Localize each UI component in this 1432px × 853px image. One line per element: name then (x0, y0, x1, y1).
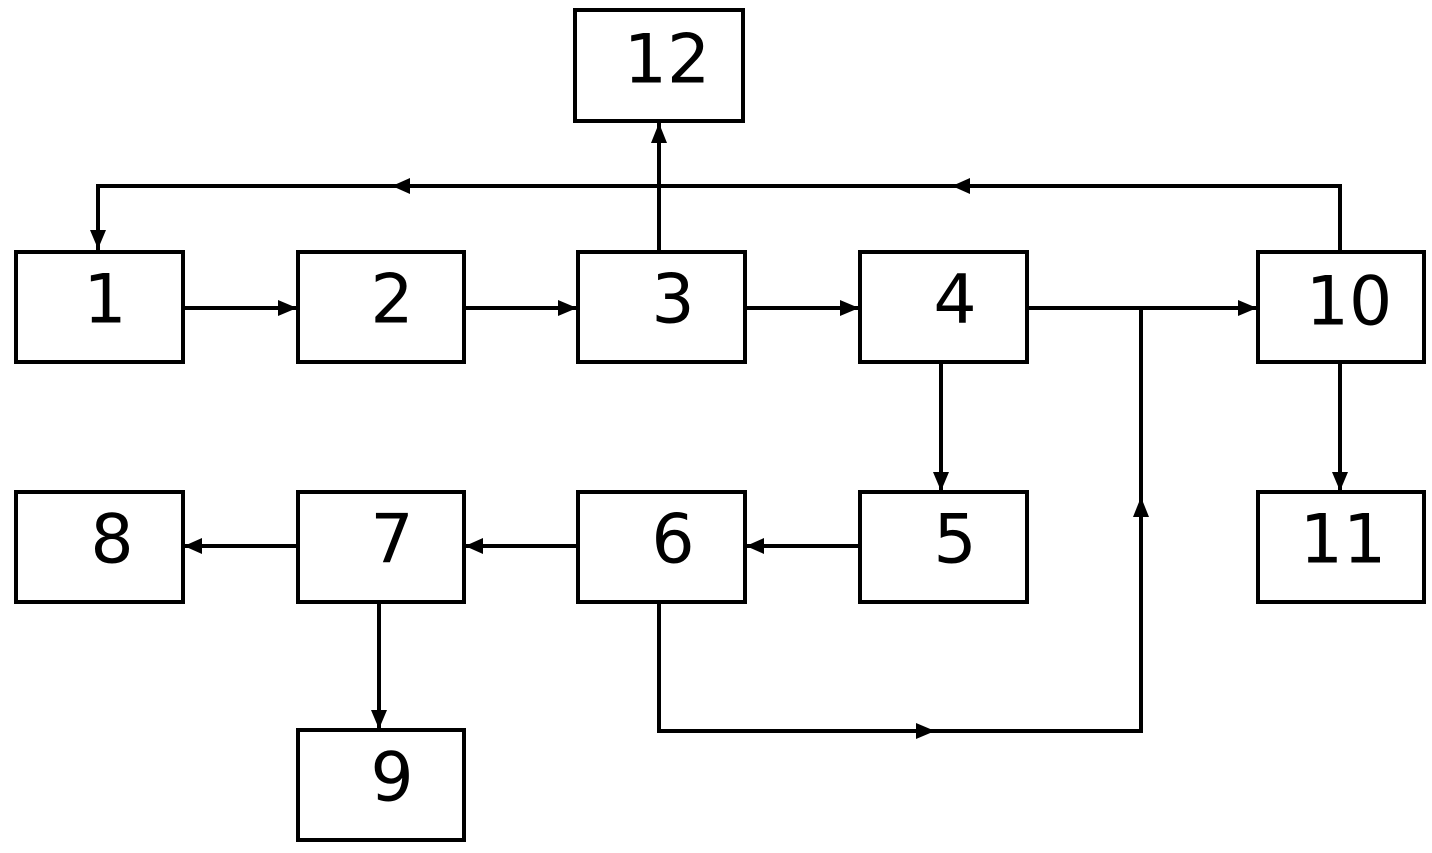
arrow-up-icon (1133, 497, 1149, 517)
block-10: 10 (1256, 250, 1426, 364)
block-label: 12 (624, 21, 711, 100)
block-2: 2 (296, 250, 466, 364)
arrow-right-icon (278, 300, 297, 316)
arrow-right-icon (916, 723, 935, 739)
block-label: 7 (370, 501, 413, 580)
connector-10-to-1 (96, 184, 1342, 252)
block-label: 10 (1306, 263, 1393, 342)
arrow-down-icon (1332, 472, 1348, 491)
block-label: 11 (1300, 501, 1387, 580)
arrow-down-icon (371, 710, 387, 729)
block-6: 6 (576, 490, 747, 604)
arrow-left-icon (465, 538, 483, 554)
block-9: 9 (296, 728, 466, 842)
block-label: 3 (651, 261, 694, 340)
block-5: 5 (858, 490, 1029, 604)
arrowheads (90, 123, 1348, 739)
block-label: 2 (370, 261, 413, 340)
arrow-right-icon (1238, 300, 1257, 316)
block-11: 11 (1256, 490, 1426, 604)
block-12: 12 (573, 8, 745, 123)
block-label: 8 (90, 501, 133, 580)
arrow-down-icon (90, 230, 106, 249)
arrow-right-icon (840, 300, 859, 316)
block-label: 5 (933, 501, 976, 580)
connections (96, 120, 1342, 733)
arrow-left-icon (746, 538, 764, 554)
block-7: 7 (296, 490, 466, 604)
block-3: 3 (576, 250, 747, 364)
block-1: 1 (14, 250, 185, 364)
block-label: 6 (651, 501, 694, 580)
arrow-left-icon (392, 178, 410, 194)
block-label: 4 (933, 261, 976, 340)
block-4: 4 (858, 250, 1029, 364)
arrow-down-icon (933, 472, 949, 491)
block-label: 1 (83, 261, 126, 340)
block-label: 9 (370, 739, 413, 818)
connector-6-to-10 (657, 306, 1143, 733)
block-8: 8 (14, 490, 185, 604)
arrow-left-icon (952, 178, 970, 194)
arrow-left-icon (184, 538, 202, 554)
arrow-up-icon (651, 123, 667, 143)
arrow-right-icon (558, 300, 577, 316)
